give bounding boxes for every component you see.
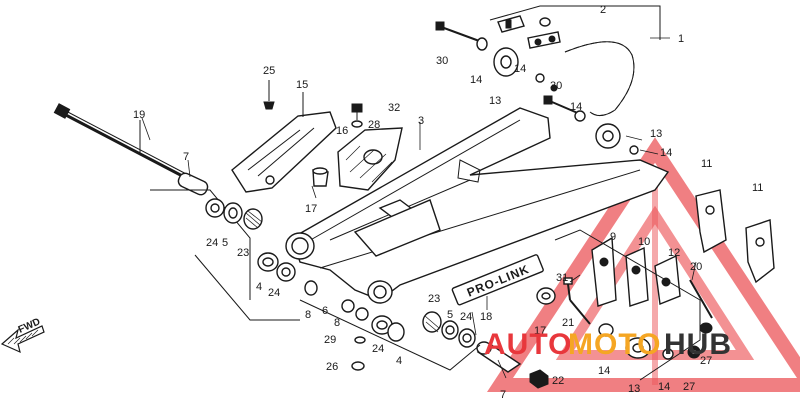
watermark-hub: HUB [664,328,732,361]
callout: 24 [206,237,218,249]
chain-guide-plate [337,127,403,191]
drive-chain [564,41,635,116]
callout: 14 [470,74,482,86]
callout: 21 [562,317,574,329]
lower-collar-17 [536,287,556,305]
callout: 11 [752,182,763,194]
callout: 24 [268,287,280,299]
callout: 25 [263,65,275,77]
callout: 24 [460,311,472,323]
lower-collar-14 [598,323,614,337]
roller-bolt-lower [543,95,586,122]
callout: 30 [436,55,448,67]
watermark-moto: MOTO [568,328,661,361]
leader-lines [141,37,697,379]
link-nut-27 [687,345,701,359]
callout: 4 [396,355,402,367]
left-bearing-group [205,198,263,230]
lower-collar-14b [662,348,674,360]
callout: 17 [305,203,317,215]
left-bushing-group [257,252,318,296]
watermark-text: AUTO MOTO HUB [484,328,732,361]
callout: 13 [650,128,662,140]
callout: 14 [514,63,526,75]
guide-bolt [351,103,363,128]
lower-roller-13 [625,337,651,359]
link-cover-right [745,219,775,284]
callout: 28 [368,119,380,131]
callout: 4 [256,281,262,293]
callout: 30 [550,80,562,92]
callout: 3 [418,115,424,127]
callout: 24 [372,343,384,355]
watermark-auto: AUTO [484,328,572,361]
callout: 16 [336,125,348,137]
callout: 7 [500,389,506,401]
chain-roller-lower [595,123,639,155]
pivot-nut-22 [529,369,549,389]
callout: 11 [701,158,712,170]
callout: 23 [237,247,249,259]
callout-labels: 1 2 3 4 4 5 5 6 7 7 8 8 9 10 11 11 12 13… [133,4,763,401]
callout: 14 [598,365,610,377]
shock-link-plates [591,236,681,307]
callout: 5 [222,237,228,249]
right-bearing-group [422,311,476,348]
master-link [497,15,561,49]
pivot-axle [53,103,193,182]
nut-26 [351,361,365,371]
axle-collar [177,172,209,196]
callout: 13 [489,95,501,107]
callout: 22 [552,375,564,387]
callout: 12 [668,247,680,259]
callout: 9 [610,231,616,243]
callout: 10 [638,236,650,248]
roller-collar [535,73,558,92]
callout: 17 [534,325,546,337]
callout: 15 [296,79,308,91]
link-cover-left [695,189,727,254]
callout: 27 [700,355,712,367]
callout: 8 [305,309,311,321]
pivot-collar-lower [476,341,522,373]
right-bushing-group [371,315,405,342]
guide-collar [312,167,329,187]
callout: 14 [570,101,582,113]
grease-fitting-29 [354,336,366,344]
callout: 1 [678,33,684,45]
callout: 14 [658,381,670,393]
dust-seal-6 [341,299,369,321]
callout: 19 [133,109,145,121]
callout: 32 [388,102,400,114]
callout: 8 [334,317,340,329]
callout: 2 [600,4,606,16]
link-bolt-20 [689,279,713,334]
callout: 18 [480,311,492,323]
chain-roller [493,47,519,77]
chain-slider [231,111,337,193]
forward-arrow-icon: FWD [0,316,45,354]
slider-screw [263,80,275,110]
callout: 13 [628,383,640,395]
callout: 14 [660,147,672,159]
callout: 7 [183,151,189,163]
callout: 20 [690,261,702,273]
callout: 23 [428,293,440,305]
callout: 27 [683,381,695,393]
roller-bolt [435,21,488,51]
callout: 31 [556,272,568,284]
callout: 26 [326,361,338,373]
callout: 5 [447,309,453,321]
callout: 6 [322,305,328,317]
callout: 29 [324,334,336,346]
lower-bolt-21 [569,299,591,325]
